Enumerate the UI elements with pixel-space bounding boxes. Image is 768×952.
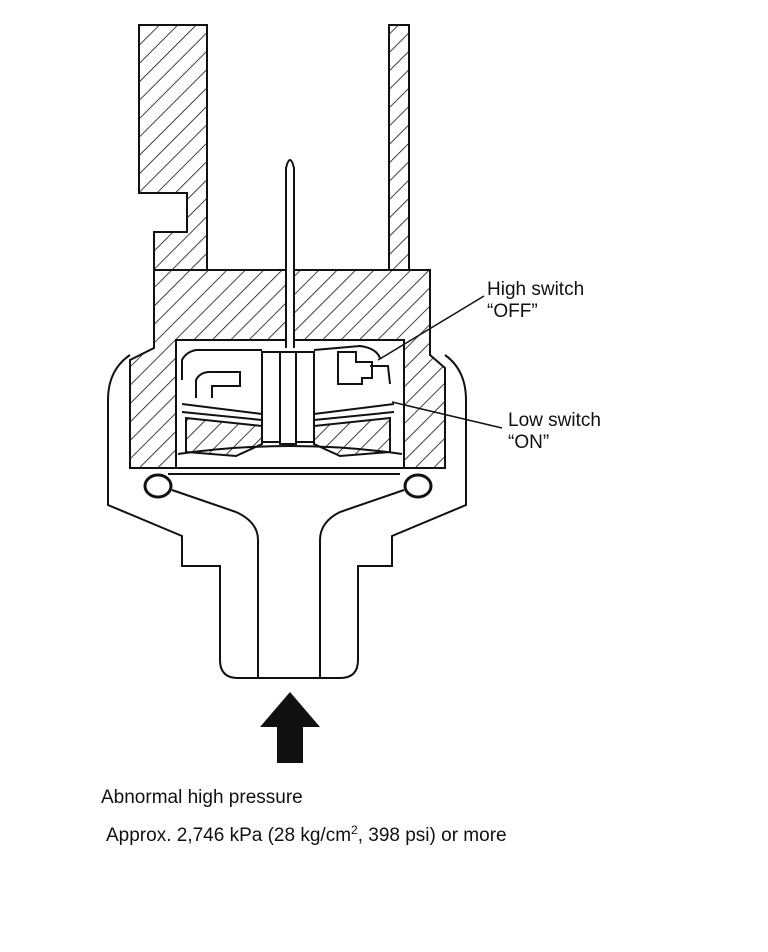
up-arrow-icon	[260, 692, 320, 763]
low-switch-leader	[391, 401, 503, 429]
switch-mechanism	[177, 344, 403, 455]
right-tube-wall	[388, 24, 410, 271]
high-switch-leader	[377, 295, 485, 361]
high-switch-label: High switch “OFF”	[487, 279, 584, 323]
fitting-body-outline	[107, 354, 467, 679]
high-switch-state: “OFF”	[487, 301, 538, 322]
low-switch-name: Low switch	[508, 410, 601, 431]
low-switch-state: “ON”	[508, 432, 550, 453]
low-switch-label: Low switch “ON”	[508, 410, 601, 454]
caption-detail: Approx. 2,746 kPa (28 kg/cm2, 398 psi) o…	[106, 823, 507, 847]
left-o-ring	[143, 473, 173, 499]
caption-detail-after: , 398 psi) or more	[357, 825, 507, 846]
left-tube-wall	[138, 24, 208, 271]
fitting-inner-outline	[168, 473, 405, 678]
high-switch-name: High switch	[487, 279, 585, 300]
caption-detail-before: Approx. 2,746 kPa (28 kg/cm	[106, 825, 352, 846]
probe-pin	[285, 159, 295, 348]
caption-title: Abnormal high pressure	[101, 787, 303, 808]
caption-detail-superscript: 2	[351, 823, 358, 837]
right-o-ring	[403, 473, 433, 499]
left-contact-block	[185, 416, 263, 458]
right-contact-block	[313, 416, 391, 458]
